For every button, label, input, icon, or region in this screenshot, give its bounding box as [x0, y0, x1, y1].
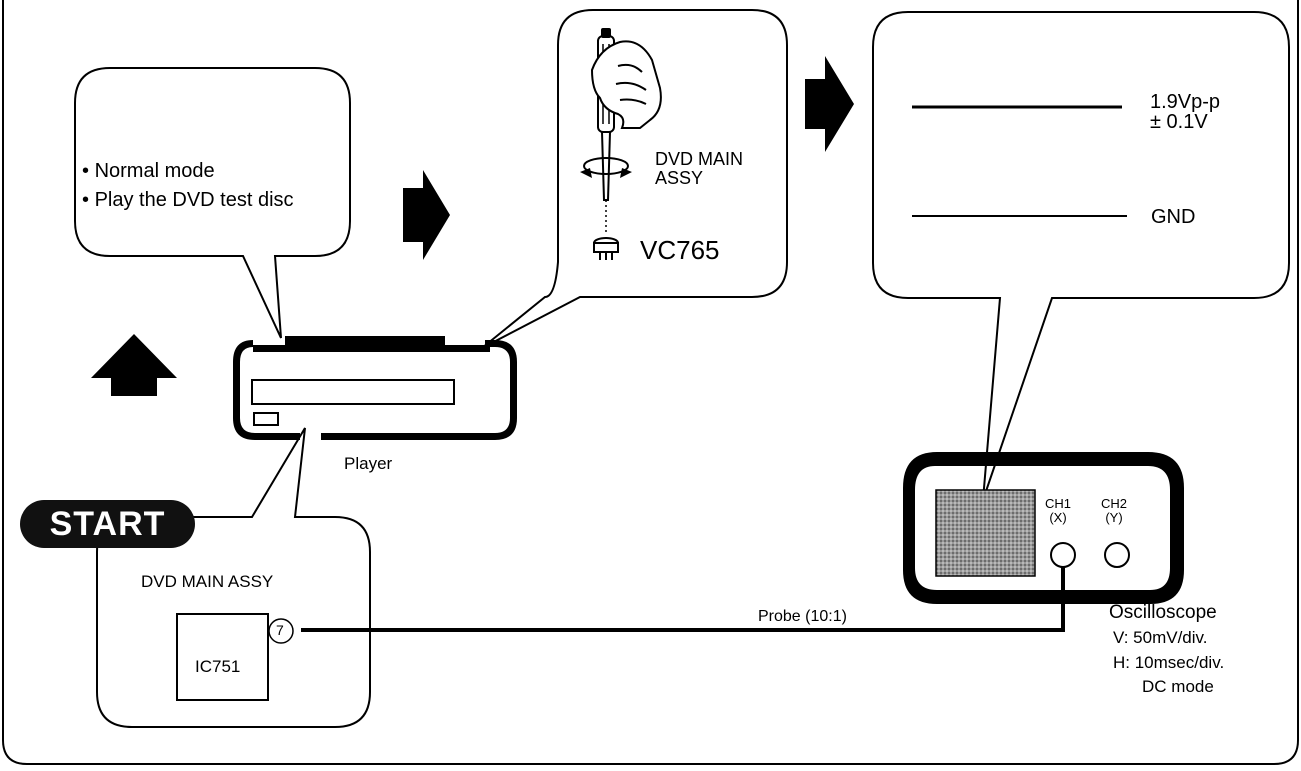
waveform-ground-label: GND: [1151, 206, 1196, 228]
mode-bullet-2-text: Play the DVD test disc: [82, 189, 294, 211]
callout-mode-bubble: [74, 67, 351, 339]
callout-adjust-bubble: [481, 9, 788, 349]
mode-bullet-1: Normal mode: [82, 160, 215, 182]
start-badge: START: [20, 500, 195, 548]
oscilloscope-title: Oscilloscope: [1109, 602, 1217, 623]
dvd-player: [233, 336, 517, 440]
callout-waveform-bubble: [872, 11, 1290, 501]
board-label: DVD MAIN ASSY: [141, 572, 274, 591]
ch1-label: CH1 (X): [1045, 496, 1072, 525]
arrow-right-1: [403, 170, 450, 260]
setting-horizontal: H: 10msec/div.: [1113, 653, 1225, 672]
adjust-target-label: DVD MAIN ASSY: [655, 149, 744, 189]
arrow-up: [91, 334, 177, 396]
oscilloscope: [903, 452, 1184, 604]
ch2-label: CH2 (Y): [1101, 496, 1128, 525]
player-label: Player: [344, 454, 393, 473]
setting-coupling: DC mode: [1142, 677, 1214, 696]
waveform-amplitude-label: 1.9Vp-p ± 0.1V: [1150, 91, 1221, 133]
probe-cable: [301, 567, 1065, 632]
mode-bullet-1-text: Normal mode: [82, 160, 215, 182]
ic-label: IC751: [195, 657, 241, 676]
hand-icon: [590, 40, 662, 129]
trimmer-potentiometer-icon: [593, 237, 619, 260]
ic-pin-7-marker: [268, 618, 294, 644]
rotate-icon: [580, 157, 632, 178]
arrow-right-2: [805, 56, 854, 152]
ic751-chip: [176, 613, 269, 701]
ic-pin-label: 7: [276, 622, 284, 638]
mode-bullet-2: Play the DVD test disc: [82, 189, 294, 211]
probe-label: Probe (10:1): [758, 608, 847, 625]
setting-vertical: V: 50mV/div.: [1113, 628, 1208, 647]
adjust-part-label: VC765: [640, 235, 720, 265]
